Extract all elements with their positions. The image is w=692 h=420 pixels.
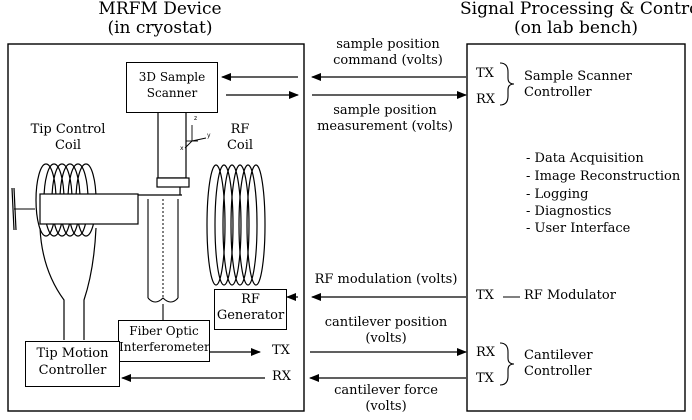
rf-coil-label-2: Coil <box>226 138 254 153</box>
rf-tx: TX <box>476 288 494 303</box>
mrfm-subtitle: (in cryostat) <box>107 18 213 38</box>
tip-shank <box>39 193 139 225</box>
axis-z: z <box>194 115 198 122</box>
tip-coil-label-2: Coil <box>54 138 82 153</box>
cant-force-label-2: (volts) <box>365 399 407 414</box>
sample-meas-label-1: sample position <box>333 103 437 118</box>
axis-x: x <box>180 145 184 152</box>
sample-scanner-label-1: 3D Sample <box>138 70 206 84</box>
mrfm-enclosure <box>7 43 305 412</box>
rf-mod-label: RF modulation (volts) <box>314 272 458 287</box>
device-rx: RX <box>272 369 292 384</box>
scanner-ctrl-label-2: Controller <box>524 85 592 100</box>
bench-enclosure <box>466 43 686 412</box>
tip-coil-drawing <box>11 162 139 340</box>
brace-cantilever <box>499 342 515 386</box>
cant-pos-label-2: (volts) <box>365 331 407 346</box>
sample-cmd-label-1: sample position <box>336 37 440 52</box>
task-item: - Data Acquisition <box>526 151 644 166</box>
sample-cmd-label-2: command (volts) <box>333 53 443 68</box>
scanner-ctrl-label-1: Sample Scanner <box>524 69 632 84</box>
signal-subtitle: (on lab bench) <box>513 18 639 38</box>
device-tx: TX <box>272 343 290 358</box>
axes-triad <box>184 125 207 149</box>
tip-motion-label-2: Controller <box>38 363 107 378</box>
cant-pos-label-1: cantilever position <box>324 315 448 330</box>
tip-motion-label-1: Tip Motion <box>36 346 109 361</box>
cant-ctrl-label-2: Controller <box>524 364 592 379</box>
cant-tx: TX <box>476 371 494 386</box>
sample-holder <box>156 177 190 188</box>
rf-modulator-label: RF Modulator <box>524 288 616 303</box>
scanner-tx: TX <box>476 66 494 81</box>
tip-motion-box: Tip Motion Controller <box>25 341 120 387</box>
sample-scanner-box: 3D Sample Scanner <box>126 62 218 113</box>
task-item: - Image Reconstruction <box>526 169 681 184</box>
sample-scanner-label-2: Scanner <box>146 86 198 100</box>
scanner-rx: RX <box>476 92 496 107</box>
task-item: - User Interface <box>526 221 631 236</box>
cant-rx: RX <box>476 345 496 360</box>
task-item: - Logging <box>526 187 589 202</box>
signal-title: Signal Processing & Control <box>460 0 692 19</box>
fiber-optic-label-2: Interferometer <box>119 340 210 354</box>
optical-fiber <box>147 199 179 320</box>
sample-meas-label-2: measurement (volts) <box>317 119 453 134</box>
rf-generator-label-2: Generator <box>216 308 285 323</box>
fiber-optic-label-1: Fiber Optic <box>129 324 199 338</box>
rf-generator-box: RF Generator <box>214 289 287 330</box>
rf-generator-label-1: RF <box>241 292 260 307</box>
tip-coil-label-1: Tip Control <box>30 122 106 137</box>
rf-coil-drawing <box>206 164 266 286</box>
rf-coil-label-1: RF <box>230 122 250 137</box>
axis-y: y <box>207 132 211 139</box>
cant-ctrl-label-1: Cantilever <box>524 348 593 363</box>
brace-scanner <box>499 62 515 106</box>
cant-force-label-1: cantilever force <box>334 383 438 398</box>
mrfm-title: MRFM Device <box>98 0 222 19</box>
fiber-optic-box: Fiber Optic Interferometer <box>118 320 210 362</box>
task-item: - Diagnostics <box>526 204 612 219</box>
